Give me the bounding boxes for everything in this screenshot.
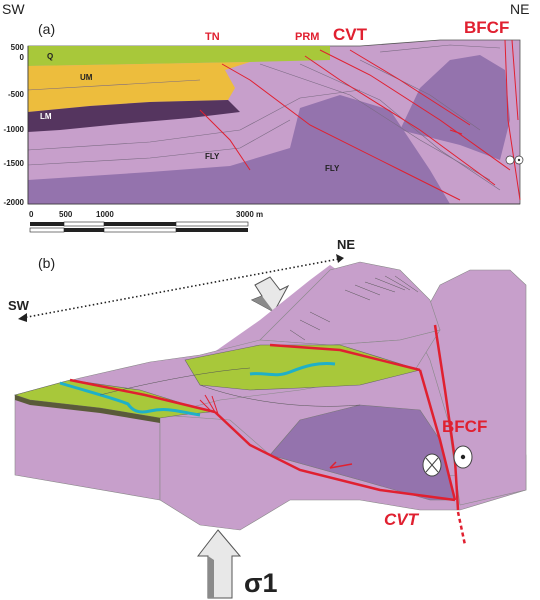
unit-um: UM [80, 73, 93, 82]
dir-sw-b: SW [8, 298, 30, 313]
fault-back-upper [269, 343, 421, 372]
scale-500: 500 [59, 210, 73, 219]
fault-bfcf-a: BFCF [464, 18, 509, 37]
compression-arrow-top-icon [250, 276, 290, 313]
fault-cvt-a: CVT [333, 25, 368, 44]
fault-cvt-dip [418, 369, 457, 501]
fault-cvt-b: CVT [384, 510, 420, 529]
unit-fly-left: FLY [205, 152, 220, 161]
sigma1-arrow-icon [196, 529, 242, 599]
fault-bfcf-b: BFCF [442, 417, 487, 436]
fault-tn: TN [205, 31, 220, 43]
y-tick-500: 500 [11, 43, 25, 52]
scale-bar [29, 221, 249, 233]
unit-labels: Q UM LM FLY FLY [40, 52, 340, 173]
direction-arrow-b [18, 254, 345, 322]
panel-b-label: (b) [38, 255, 55, 271]
into-page-symbol-icon [505, 155, 515, 165]
unit-q: Q [47, 52, 53, 61]
y-tick-minus2000: -2000 [4, 198, 25, 207]
scale-3000: 3000 m [236, 210, 263, 219]
dir-ne-b: NE [337, 237, 355, 252]
river-front [59, 381, 201, 417]
scale-1000: 1000 [96, 210, 114, 219]
unit-fly-right: FLY [325, 164, 340, 173]
fault-prm: PRM [295, 31, 319, 43]
dir-ne-a: NE [510, 1, 529, 17]
scale-0: 0 [29, 210, 34, 219]
fault-labels-a: TN PRM CVT BFCF [205, 18, 509, 44]
panel-a-cross-section [27, 39, 524, 205]
y-axis: 500 0 -500 -1000 -1500 -2000 [4, 43, 25, 207]
river-back [249, 362, 336, 377]
fault-bfcf [433, 324, 460, 511]
fault-front-upper [69, 378, 216, 414]
y-tick-0: 0 [20, 53, 25, 62]
y-tick-minus500: -500 [8, 90, 25, 99]
panel-a-label: (a) [38, 21, 55, 37]
block-diagram [13, 261, 527, 546]
y-tick-minus1000: -1000 [4, 125, 25, 134]
scale-labels: 0 500 1000 3000 m [29, 210, 263, 219]
unit-lm: LM [40, 112, 52, 121]
motion-symbols [422, 445, 473, 477]
y-tick-minus1500: -1500 [4, 159, 25, 168]
sigma1-label: σ1 [244, 568, 278, 598]
dir-sw-a: SW [2, 1, 25, 17]
fault-bfcf-projection [456, 511, 467, 546]
fault-cvt [214, 411, 456, 502]
